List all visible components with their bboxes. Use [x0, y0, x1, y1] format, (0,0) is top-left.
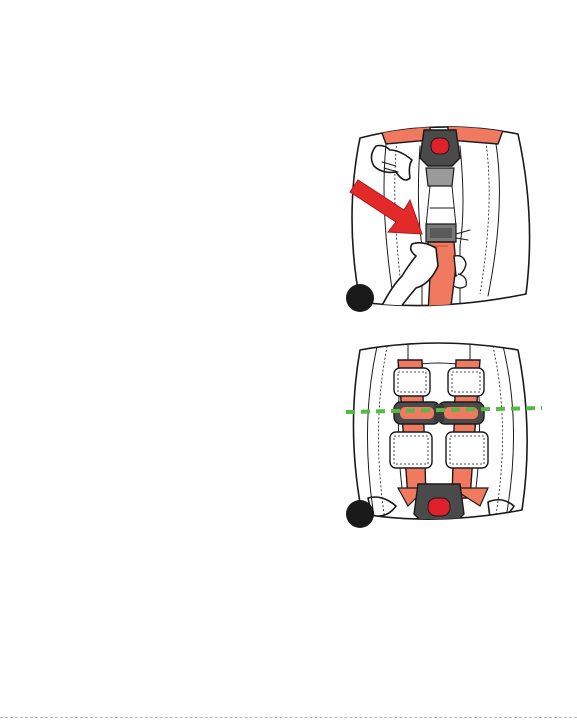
- illustration-top: [338, 116, 540, 314]
- red-push-arrow: [350, 180, 422, 234]
- step-marker-top: [346, 284, 374, 312]
- chest-clip: [394, 402, 484, 424]
- page-edge-rule: [0, 717, 577, 718]
- illustration-bottom: [338, 338, 540, 528]
- illustration-top-svg: [338, 116, 540, 314]
- step-marker-bottom: [346, 500, 374, 528]
- child-hand: [371, 146, 412, 181]
- illustration-bottom-svg: [338, 338, 540, 528]
- shoulder-pads: [394, 368, 484, 396]
- crotch-buckle: [414, 484, 464, 528]
- chest-clip-buckle: [420, 130, 460, 186]
- crotch-pads: [390, 432, 488, 468]
